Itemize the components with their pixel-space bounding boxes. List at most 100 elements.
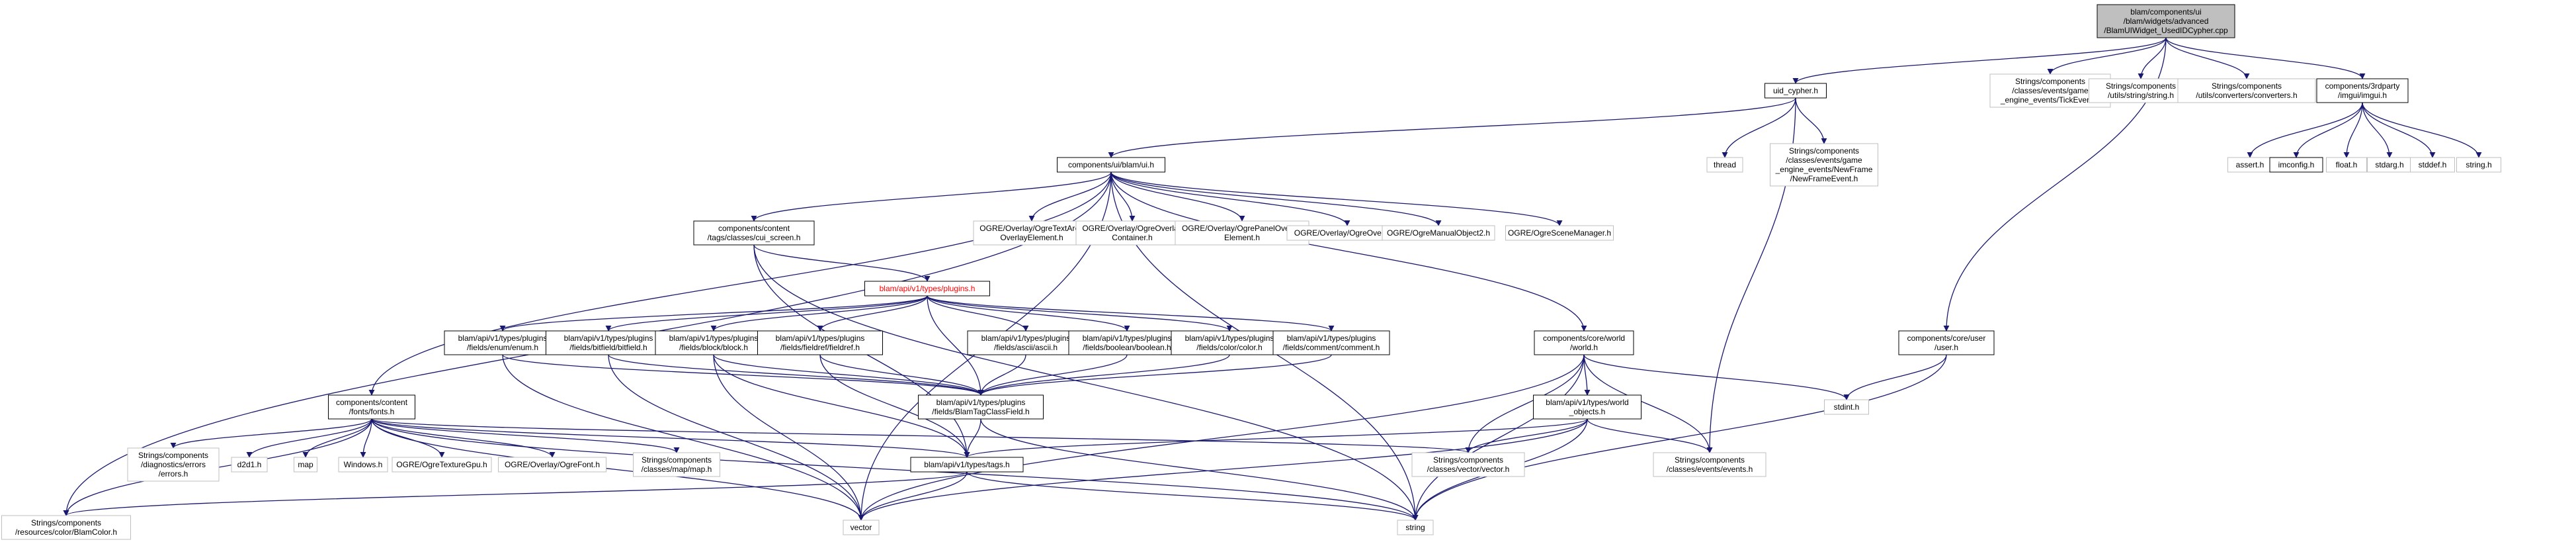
node-box <box>1898 330 1995 355</box>
node-tags[interactable]: blam/api/v1/types/tags.h <box>910 457 1024 473</box>
node-ogre-scene[interactable]: OGRE/OgreSceneManager.h <box>1505 225 1614 241</box>
node-blamtagclass[interactable]: blam/api/v1/types/plugins/fields/BlamTag… <box>918 394 1044 420</box>
node-label-line: OGRE/Overlay/OgreTextArea <box>979 224 1084 233</box>
node-box <box>1397 520 1434 535</box>
node-ogre-texgpu[interactable]: OGRE/OgreTextureGpu.h <box>392 457 492 473</box>
node-box <box>1272 330 1390 355</box>
node-windows[interactable]: Windows.h <box>338 457 388 473</box>
edge-plugins-to-comment <box>927 295 1335 332</box>
node-label-line: blam/components/ui <box>2130 7 2201 17</box>
node-label-line: map <box>298 460 313 469</box>
node-cui-screen[interactable]: components/content/tags/classes/cui_scre… <box>693 220 815 246</box>
node-box <box>498 457 606 473</box>
node-float-h[interactable]: float.h <box>2326 157 2367 173</box>
node-block[interactable]: blam/api/v1/types/plugins/fields/block/b… <box>655 330 772 355</box>
edge-core-user-to-string <box>1412 354 1947 521</box>
node-box <box>1824 399 1869 415</box>
node-box <box>328 394 415 420</box>
edge-comment-to-blamtagclass <box>977 354 1332 396</box>
node-box <box>1382 225 1495 241</box>
node-label-line: /fonts/fonts.h <box>349 407 395 416</box>
edge-blam-ui-to-ogre-scene <box>1110 171 1563 226</box>
node-uid-cypher[interactable]: uid_cypher.h <box>1765 83 1827 99</box>
node-stdint[interactable]: stdint.h <box>1824 399 1869 415</box>
node-imconfig[interactable]: imconfig.h <box>2269 157 2323 173</box>
node-label-line: /fields/enum/enum.h <box>467 343 538 352</box>
node-ogre-overlay[interactable]: OGRE/Overlay/OgreOverlay.h <box>1286 225 1408 241</box>
node-ogre-textarea[interactable]: OGRE/Overlay/OgreTextAreaOverlayElement.… <box>973 220 1091 246</box>
node-imgui[interactable]: components/3rdparty/imgui/imgui.h <box>2316 78 2409 103</box>
node-blam-ui[interactable]: components/ui/blam/ui.h <box>1057 157 1165 173</box>
node-newframe[interactable]: Strings/components/classes/events/game_e… <box>1770 143 1878 187</box>
node-world-objects[interactable]: blam/api/v1/types/world_objects.h <box>1533 394 1641 420</box>
node-root[interactable]: blam/components/ui/blam/widgets/advanced… <box>2097 4 2235 38</box>
edge-uid-cypher-to-blam-ui <box>1108 97 1796 158</box>
node-label-line: assert.h <box>2236 160 2264 169</box>
node-box <box>127 447 220 482</box>
node-string-dot-h[interactable]: string.h <box>2456 157 2501 173</box>
node-bitfield[interactable]: blam/api/v1/types/plugins/fields/bitfiel… <box>546 330 671 355</box>
node-events-h[interactable]: Strings/components/classes/events/events… <box>1653 452 1766 477</box>
edge-uid-cypher-to-newframe <box>1795 97 1827 144</box>
edge-bitfield-to-blamtagclass <box>608 354 984 396</box>
node-thread[interactable]: thread <box>1706 157 1743 173</box>
node-boolean[interactable]: blam/api/v1/types/plugins/fields/boolean… <box>1068 330 1186 355</box>
node-stddef[interactable]: stddef.h <box>2410 157 2455 173</box>
edge-fonts-to-errors <box>170 418 372 449</box>
node-box <box>231 457 268 473</box>
node-box <box>1 515 131 540</box>
node-label-line: /fields/BlamTagClassField.h <box>932 407 1029 416</box>
node-fonts[interactable]: components/content/fonts/fonts.h <box>328 394 415 420</box>
node-color[interactable]: blam/api/v1/types/plugins/fields/color/c… <box>1171 330 1288 355</box>
node-fieldref[interactable]: blam/api/v1/types/plugins/fields/fieldre… <box>757 330 883 355</box>
node-label-line: components/core/user <box>1907 334 1986 343</box>
node-ascii[interactable]: blam/api/v1/types/plugins/fields/ascii/a… <box>967 330 1085 355</box>
node-errors[interactable]: Strings/components/diagnostics/errors/er… <box>127 447 220 482</box>
node-vector[interactable]: vector <box>843 520 880 535</box>
node-label-line: blam/api/v1/types/plugins <box>936 398 1026 407</box>
node-core-user[interactable]: components/core/user/user.h <box>1898 330 1995 355</box>
edge-color-to-blamtagclass <box>977 354 1230 396</box>
edge-cui-screen-to-plugins <box>753 244 931 282</box>
edge-fonts-to-windows <box>360 418 372 458</box>
node-string[interactable]: string <box>1397 520 1434 535</box>
node-enum-h[interactable]: blam/api/v1/types/plugins/fields/enum/en… <box>444 330 561 355</box>
node-box <box>1171 330 1288 355</box>
node-label-line: /resources/color/BlamColor.h <box>15 527 117 537</box>
node-label-line: Windows.h <box>344 460 383 469</box>
node-label-line: blam/api/v1/types/plugins <box>458 334 548 343</box>
node-map-h[interactable]: Strings/components/classes/map/map.h <box>633 452 720 477</box>
node-label-line: OGRE/Overlay/OgreOverlay.h <box>1294 228 1401 238</box>
node-map[interactable]: map <box>294 457 317 473</box>
edge-core-user-to-stdint <box>1843 354 1947 400</box>
node-label-line: /world.h <box>1570 343 1598 352</box>
edge-ascii-to-blamtagclass <box>977 354 1026 396</box>
node-world[interactable]: components/core/world/world.h <box>1534 330 1634 355</box>
node-assert-h[interactable]: assert.h <box>2227 157 2272 173</box>
node-label-line: string.h <box>2466 160 2491 169</box>
node-ogre-manual[interactable]: OGRE/OgreManualObject2.h <box>1382 225 1495 241</box>
node-vector-h[interactable]: Strings/components/classes/vector/vector… <box>1411 452 1525 477</box>
node-string-h[interactable]: Strings/components/utils/string/string.h <box>2089 78 2193 103</box>
node-box <box>967 330 1085 355</box>
edge-blam-ui-to-ogre-textarea <box>1028 171 1112 222</box>
node-plugins[interactable]: blam/api/v1/types/plugins.h <box>864 281 990 296</box>
node-converters[interactable]: Strings/components/utils/converters/conv… <box>2177 78 2316 103</box>
node-ogre-font[interactable]: OGRE/Overlay/OgreFont.h <box>498 457 606 473</box>
node-comment[interactable]: blam/api/v1/types/plugins/fields/comment… <box>1272 330 1390 355</box>
node-blamcolor[interactable]: Strings/components/resources/color/BlamC… <box>1 515 131 540</box>
node-stdarg[interactable]: stdarg.h <box>2367 157 2412 173</box>
node-label-line: imconfig.h <box>2278 160 2315 169</box>
node-box <box>338 457 388 473</box>
edge-bitfield-to-vector <box>608 354 864 521</box>
node-label-line: components/content <box>336 398 408 407</box>
edge-world-to-vector-h <box>1465 354 1585 453</box>
edge-world-to-stdint <box>1583 354 1850 400</box>
edge-plugins-to-ascii <box>927 295 1029 332</box>
node-d2d1[interactable]: d2d1.h <box>231 457 268 473</box>
edge-plugins-to-blamtagclass <box>927 295 984 396</box>
node-label-line: Strings/components <box>1433 455 1503 465</box>
